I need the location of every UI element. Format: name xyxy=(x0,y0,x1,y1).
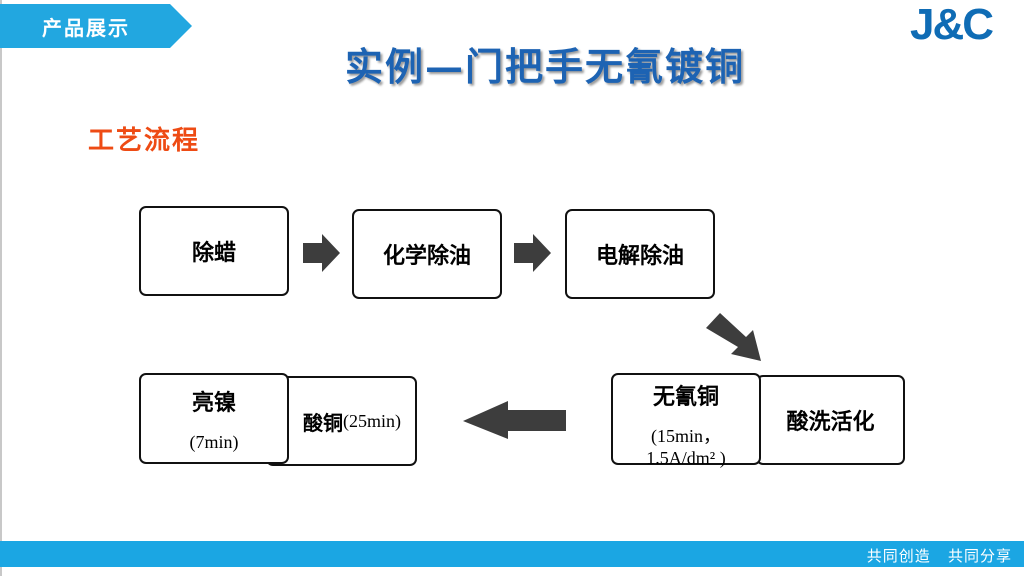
section-title: 工艺流程 xyxy=(88,126,201,156)
company-logo: J&C xyxy=(910,0,994,49)
step-bright-nickel-box: 亮镍 (7min) xyxy=(139,373,289,464)
footer-slogan: 共同创造 共同分享 xyxy=(866,547,1012,565)
step-acid-copper-label: 酸铜 xyxy=(303,410,343,435)
step-cyanide-free-copper-detail-2: 1.5A/dm² ) xyxy=(646,448,726,468)
left-border-line xyxy=(0,0,2,576)
product-showcase-label: 产品展示 xyxy=(42,16,130,40)
step-dewax-box: 除蜡 xyxy=(139,206,289,296)
arrow-right-1 xyxy=(303,234,340,272)
step-acid-copper-detail: (25min) xyxy=(343,411,401,431)
footer-bar: 共同创造 共同分享 xyxy=(0,541,1024,567)
step-cyanide-free-copper-label: 无氰铜 xyxy=(652,384,719,410)
arrow-down-diagonal xyxy=(706,313,761,361)
step-cyanide-free-copper-detail-1: (15min， xyxy=(651,426,721,446)
step-electrolytic-degrease-box: 电解除油 xyxy=(565,209,715,299)
product-showcase-tag xyxy=(0,4,192,48)
step-bright-nickel-detail: (7min) xyxy=(189,432,239,452)
step-cyanide-free-copper-box: 无氰铜 (15min， 1.5A/dm² ) xyxy=(611,373,761,468)
step-bright-nickel-label: 亮镍 xyxy=(191,390,236,416)
arrow-left xyxy=(463,401,566,439)
step-acid-activation-label: 酸洗活化 xyxy=(786,409,875,435)
step-acid-copper-box: 酸铜 (25min) xyxy=(266,376,417,466)
step-chemical-degrease-label: 化学除油 xyxy=(382,243,471,269)
step-acid-activation-box: 酸洗活化 xyxy=(756,375,905,465)
step-dewax-label: 除蜡 xyxy=(191,240,236,266)
step-electrolytic-degrease-label: 电解除油 xyxy=(595,243,684,269)
page-title: 实例—门把手无氰镀铜 xyxy=(344,44,745,89)
arrow-right-2 xyxy=(514,234,551,272)
step-chemical-degrease-box: 化学除油 xyxy=(352,209,502,299)
